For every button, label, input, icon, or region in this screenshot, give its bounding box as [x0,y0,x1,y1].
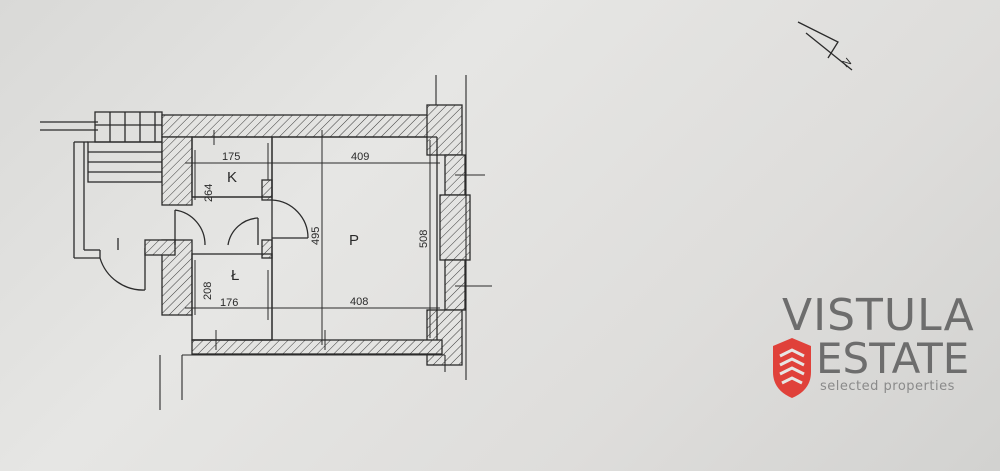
dim-room-width-bottom: 408 [350,296,368,308]
shield-logo-icon [773,338,811,398]
dim-kitchen-depth: 264 [203,184,215,202]
dim-room-width-top: 409 [351,151,369,163]
dimension-lines [185,130,440,350]
room-outlines [191,136,438,341]
room-label-bathroom: Ł [231,267,239,284]
room-label-main: P [349,232,359,249]
logo-text-line1: VISTULA [782,290,975,341]
logo-tagline: selected properties [820,379,955,394]
interior-doors [174,199,309,246]
north-label: N [840,56,854,70]
grid-lines [159,75,492,410]
company-logo: VISTULA ESTATE selected properties [770,292,985,402]
walls [144,104,471,366]
dim-room-depth-right: 508 [418,230,430,248]
room-label-kitchen: K [227,169,237,186]
dim-room-depth-left: 495 [310,227,322,245]
north-arrow-icon [797,21,853,71]
dim-kitchen-width: 175 [222,151,240,163]
logo-text-line2: ESTATE [816,334,970,383]
dim-bath-width: 176 [220,297,238,309]
entry-door [99,238,146,291]
dim-bath-depth: 208 [202,282,214,300]
staircase [40,111,163,259]
